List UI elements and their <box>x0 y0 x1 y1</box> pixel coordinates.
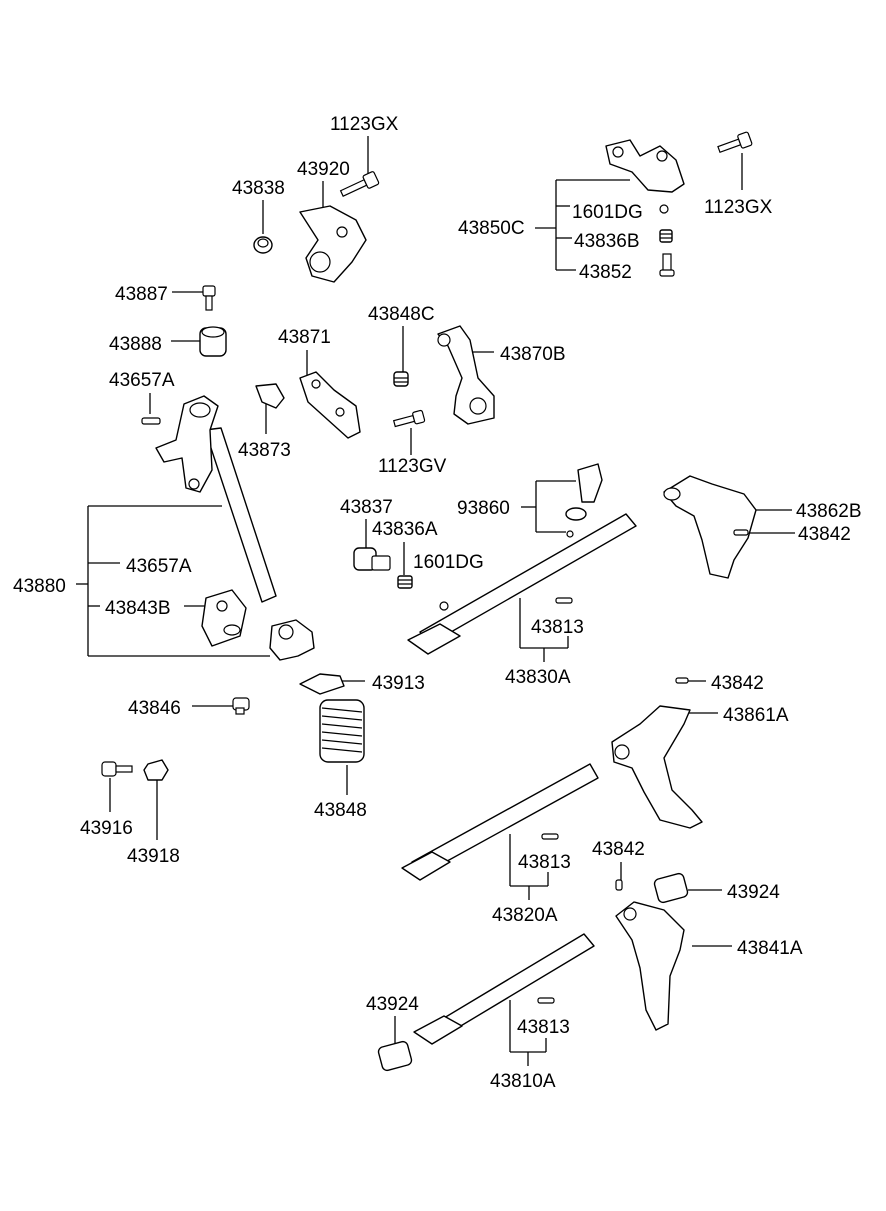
part-clip-43873 <box>255 383 285 409</box>
label-43848c: 43848C <box>368 304 435 325</box>
label-43850c: 43850C <box>458 218 525 239</box>
part-plate-43843b <box>201 589 247 647</box>
part-bolt-43916 <box>101 761 133 777</box>
part-spring-43848c <box>393 371 409 387</box>
label-43871: 43871 <box>278 327 331 348</box>
label-43842-c: 43842 <box>592 839 645 860</box>
label-1601dg-top: 1601DG <box>572 202 643 223</box>
part-pin-43842-b <box>675 677 689 684</box>
part-lever-43870b <box>437 325 495 425</box>
part-bolt-1123gx-top <box>339 171 380 197</box>
part-rail-43830a <box>407 513 637 655</box>
label-43852: 43852 <box>579 262 632 283</box>
part-block-43880-lower <box>269 619 315 661</box>
label-43820a: 43820A <box>492 905 558 926</box>
part-switch-93860 <box>565 463 603 538</box>
part-ball-1601dg-mid <box>439 601 449 611</box>
part-gasket-43913 <box>299 673 345 695</box>
label-93860: 93860 <box>457 498 510 519</box>
part-bushing-43924-left <box>377 1040 413 1072</box>
label-43657a-top: 43657A <box>109 370 175 391</box>
callout-labels: 1123GX 43920 43838 1123GX 1601DG 43850C … <box>13 114 862 1092</box>
label-43837: 43837 <box>340 497 393 518</box>
label-1601dg-mid: 1601DG <box>413 552 484 573</box>
label-1123gx-top: 1123GX <box>330 114 399 135</box>
label-43846: 43846 <box>128 698 181 719</box>
label-43913: 43913 <box>372 673 425 694</box>
part-pin-43813-c <box>537 997 555 1004</box>
part-bushing-43888 <box>199 326 227 357</box>
part-ball-1601dg-top <box>659 204 669 214</box>
label-43870b: 43870B <box>500 344 566 365</box>
part-pin-43657a-top <box>141 417 161 425</box>
label-43924-left: 43924 <box>366 994 419 1015</box>
label-43813-b: 43813 <box>518 852 571 873</box>
part-bolt-1123gv <box>392 409 426 428</box>
part-plug-43837 <box>353 547 391 571</box>
part-spring-43836b <box>659 229 673 243</box>
part-bolt-1123gx-right <box>717 131 753 154</box>
leader-lines <box>76 136 795 1066</box>
label-43873: 43873 <box>238 440 291 461</box>
part-nut-43918 <box>143 759 169 781</box>
label-43838: 43838 <box>232 178 285 199</box>
part-rail-43820a <box>401 763 599 881</box>
label-43813-a: 43813 <box>531 617 584 638</box>
part-fork-43861a <box>611 705 703 829</box>
label-43842-b: 43842 <box>711 673 764 694</box>
label-43813-c: 43813 <box>517 1017 570 1038</box>
part-bolt-43846 <box>232 697 250 715</box>
label-1123gv: 1123GV <box>378 456 447 477</box>
label-43836b: 43836B <box>574 231 640 252</box>
label-43888: 43888 <box>109 334 162 355</box>
label-43810a: 43810A <box>490 1071 556 1092</box>
label-43841a: 43841A <box>737 938 803 959</box>
part-fork-43841a <box>615 901 685 1031</box>
part-fork-43862b <box>663 475 757 579</box>
part-pin-43852 <box>659 253 675 277</box>
part-nut-43838 <box>253 236 273 254</box>
label-43920: 43920 <box>297 159 350 180</box>
label-43842-a: 43842 <box>798 524 851 545</box>
label-43843b: 43843B <box>105 598 171 619</box>
part-plate-43871 <box>299 371 361 439</box>
part-spring-43848 <box>319 699 365 763</box>
part-bracket-43920 <box>299 205 367 283</box>
label-43880: 43880 <box>13 576 66 597</box>
label-43887: 43887 <box>115 284 168 305</box>
label-43830a: 43830A <box>505 667 571 688</box>
part-rail-43810a <box>413 933 595 1045</box>
label-43836a: 43836A <box>372 519 438 540</box>
label-43924-right: 43924 <box>727 882 780 903</box>
part-spring-43836a <box>397 575 413 589</box>
part-bolt-43887 <box>202 285 216 311</box>
part-pin-43813-b <box>541 833 559 840</box>
label-1123gx-right: 1123GX <box>704 197 773 218</box>
part-pin-43842-a <box>733 529 749 536</box>
label-43862b: 43862B <box>796 501 862 522</box>
label-43657a-mid: 43657A <box>126 556 192 577</box>
part-shaft-43880 <box>155 395 277 603</box>
label-43848: 43848 <box>314 800 367 821</box>
label-43861a: 43861A <box>723 705 789 726</box>
label-43916: 43916 <box>80 818 133 839</box>
label-43918: 43918 <box>127 846 180 867</box>
part-bushing-43924-right <box>653 872 689 904</box>
part-bracket-43850c <box>605 139 685 193</box>
part-pin-43842-c <box>615 879 623 891</box>
part-pin-43813-a <box>555 597 573 604</box>
